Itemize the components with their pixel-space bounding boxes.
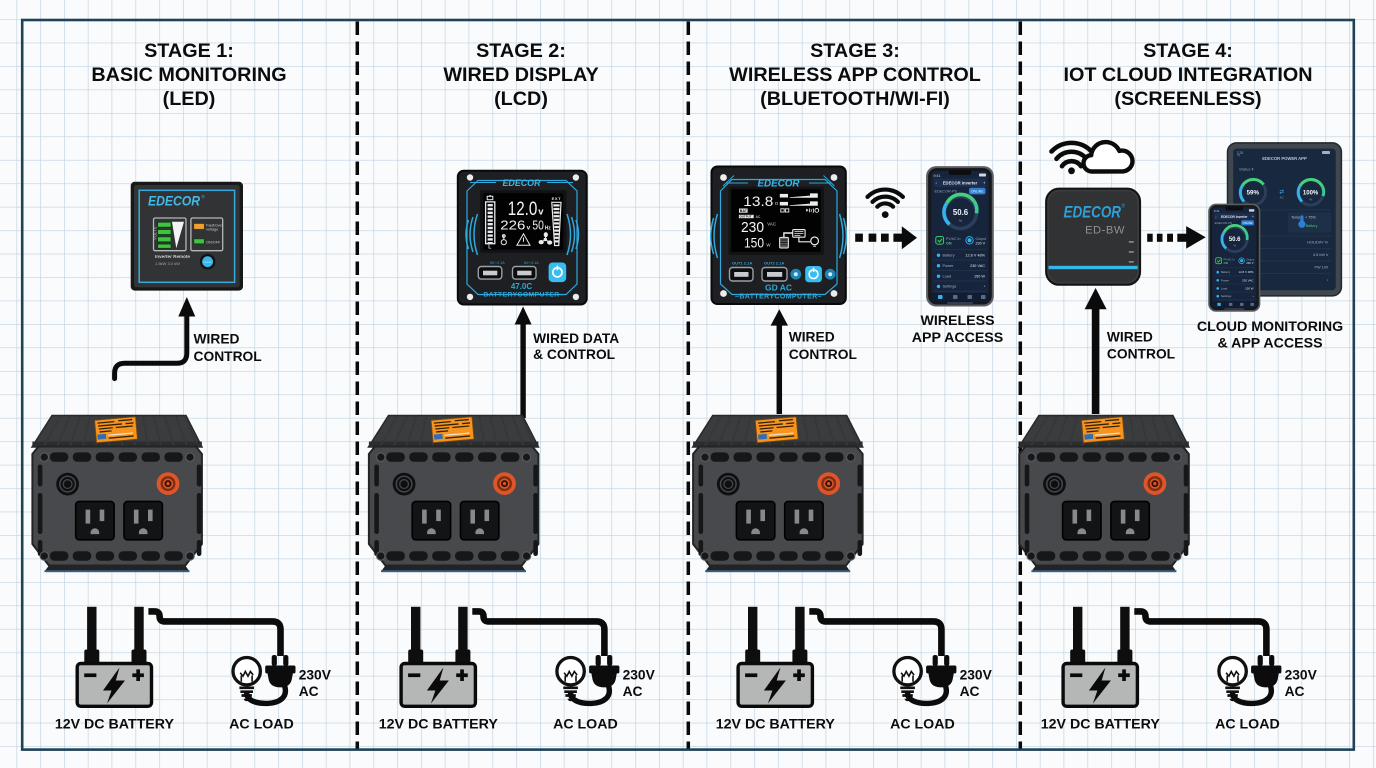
- svg-text:EXT: EXT: [552, 196, 562, 201]
- svg-text:AC: AC: [1280, 196, 1284, 200]
- svg-text:⇄: ⇄: [1279, 189, 1284, 196]
- svg-text:WIRED DISPLAY: WIRED DISPLAY: [443, 64, 598, 86]
- svg-text:7:28: 7:28: [1237, 151, 1244, 155]
- svg-text:BASIC MONITORING: BASIC MONITORING: [91, 64, 286, 86]
- svg-text:Temp: Temp: [1291, 216, 1300, 220]
- svg-text:+: +: [983, 181, 986, 186]
- svg-text:STAGE 3:: STAGE 3:: [810, 40, 900, 62]
- svg-text:50.6: 50.6: [953, 208, 969, 217]
- svg-text:ON: ON: [946, 242, 952, 246]
- svg-text:5V⎓2.1A: 5V⎓2.1A: [490, 261, 505, 265]
- svg-text:(LED): (LED): [163, 88, 216, 110]
- svg-text:VAC: VAC: [767, 222, 776, 227]
- svg-text:v: v: [527, 224, 531, 231]
- svg-text:Settings: Settings: [943, 285, 957, 289]
- svg-text:%: %: [959, 219, 963, 223]
- svg-text:Inverter Remote: Inverter Remote: [155, 254, 190, 259]
- svg-text:CONTROL: CONTROL: [789, 347, 857, 362]
- svg-text:EDECOR Inverter: EDECOR Inverter: [943, 181, 978, 186]
- svg-text:OUT1 2.1A: OUT1 2.1A: [732, 261, 752, 266]
- svg-text:BAT: BAT: [740, 209, 748, 213]
- svg-text:PV/AC In: PV/AC In: [946, 237, 960, 241]
- svg-text:WIRELESS APP CONTROL: WIRELESS APP CONTROL: [729, 64, 981, 86]
- svg-text:ON/OFF: ON/OFF: [206, 241, 221, 245]
- svg-text:IOT CLOUD INTEGRATION: IOT CLOUD INTEGRATION: [1063, 64, 1312, 86]
- svg-text:1.5kW 3.0 kW: 1.5kW 3.0 kW: [155, 261, 180, 266]
- svg-text:Power: Power: [943, 264, 954, 268]
- svg-text:WIRELESS: WIRELESS: [920, 313, 994, 329]
- svg-text:L: L: [488, 245, 491, 251]
- svg-text:150: 150: [744, 235, 764, 250]
- svg-text:STAGE 2:: STAGE 2:: [476, 40, 566, 62]
- svg-text:CONTROL: CONTROL: [1107, 346, 1175, 361]
- svg-text:ED-BW: ED-BW: [1085, 225, 1125, 237]
- svg-text:5V⎓2.1A: 5V⎓2.1A: [524, 261, 539, 265]
- svg-text:Battery: Battery: [1306, 224, 1318, 228]
- svg-text:–BATTERYCOMPUTER–: –BATTERYCOMPUTER–: [479, 291, 564, 298]
- svg-text:›: ›: [984, 285, 986, 289]
- svg-text:+ 75%: + 75%: [1305, 216, 1316, 220]
- svg-text:Status ▾: Status ▾: [1239, 167, 1253, 172]
- svg-text:13.8: 13.8: [743, 193, 773, 209]
- svg-text:ONLINE: ONLINE: [971, 190, 984, 194]
- svg-text:EDECOR: EDECOR: [503, 178, 541, 189]
- svg-text:EDECOR-PS: EDECOR-PS: [935, 190, 958, 194]
- svg-text:4.5 kW h: 4.5 kW h: [1313, 253, 1328, 257]
- svg-text:50: 50: [532, 219, 544, 233]
- svg-text:OUTPUT: OUTPUT: [740, 215, 752, 219]
- svg-text:Battery: Battery: [943, 254, 955, 258]
- svg-text:voltage: voltage: [206, 228, 218, 232]
- svg-text:OUT2 2.1A: OUT2 2.1A: [764, 261, 784, 266]
- svg-text:–BATTERYCOMPUTER–: –BATTERYCOMPUTER–: [735, 293, 822, 300]
- svg-text:✎: ✎: [1237, 153, 1240, 158]
- svg-text:(LCD): (LCD): [494, 88, 548, 110]
- svg-text:AC: AC: [756, 215, 761, 219]
- svg-text:WIRED: WIRED: [194, 331, 240, 346]
- svg-text:STAGE 1:: STAGE 1:: [144, 40, 234, 62]
- svg-text:ON/OFF: ON/OFF: [203, 262, 212, 264]
- svg-text:WIRED: WIRED: [1107, 329, 1153, 344]
- svg-text:EDECOR POWER APP: EDECOR POWER APP: [1262, 156, 1307, 161]
- svg-text:W: W: [766, 242, 771, 247]
- svg-text:59%: 59%: [1247, 190, 1260, 197]
- svg-text:APP ACCESS: APP ACCESS: [912, 330, 1003, 346]
- svg-text:EDECOR: EDECOR: [758, 178, 801, 189]
- svg-text:12.0: 12.0: [508, 199, 538, 220]
- svg-text:Load: Load: [943, 275, 951, 279]
- svg-text:CLOUD MONITORING: CLOUD MONITORING: [1197, 319, 1343, 335]
- svg-text:WIRED DATA: WIRED DATA: [533, 331, 619, 346]
- svg-text:‹: ‹: [936, 181, 938, 186]
- svg-text:EDECOR: EDECOR: [1064, 203, 1122, 222]
- svg-text:EDECOR: EDECOR: [148, 193, 201, 209]
- svg-text:100%: 100%: [1303, 191, 1319, 197]
- svg-text:CONTROL: CONTROL: [194, 349, 262, 364]
- svg-text:PW 100: PW 100: [1314, 266, 1328, 270]
- svg-text:230: 230: [741, 219, 764, 236]
- svg-text:%: %: [1309, 198, 1312, 202]
- svg-text:›: ›: [1327, 278, 1329, 283]
- svg-text:®: ®: [202, 194, 206, 200]
- svg-text:GD AC: GD AC: [765, 283, 792, 293]
- svg-text:VOLTS: VOLTS: [153, 226, 158, 240]
- svg-text:Hz: Hz: [545, 225, 552, 231]
- svg-text:47.0C: 47.0C: [511, 282, 533, 291]
- svg-text:HOLIDAY %: HOLIDAY %: [1307, 241, 1328, 245]
- svg-text:230 VAC: 230 VAC: [970, 264, 985, 268]
- svg-text:150 W: 150 W: [974, 275, 985, 279]
- svg-text:& CONTROL: & CONTROL: [533, 347, 615, 362]
- svg-text:(BLUETOOTH/WI-FI): (BLUETOOTH/WI-FI): [760, 88, 950, 110]
- svg-text:Fault/over: Fault/over: [206, 224, 224, 228]
- svg-text:12.8 V 48%: 12.8 V 48%: [965, 254, 985, 258]
- svg-text:STAGE 4:: STAGE 4:: [1143, 40, 1233, 62]
- svg-text:o: o: [775, 201, 778, 207]
- svg-text:v: v: [538, 206, 544, 217]
- svg-text:Output: Output: [976, 237, 987, 241]
- svg-text:WIRED: WIRED: [789, 330, 835, 345]
- svg-text:(SCREENLESS): (SCREENLESS): [1114, 88, 1261, 110]
- svg-text:9:41: 9:41: [934, 174, 941, 178]
- svg-text:& APP ACCESS: & APP ACCESS: [1217, 335, 1322, 351]
- svg-text:230 V: 230 V: [976, 242, 986, 246]
- svg-text:226: 226: [500, 219, 525, 233]
- svg-text:®: ®: [1122, 203, 1126, 210]
